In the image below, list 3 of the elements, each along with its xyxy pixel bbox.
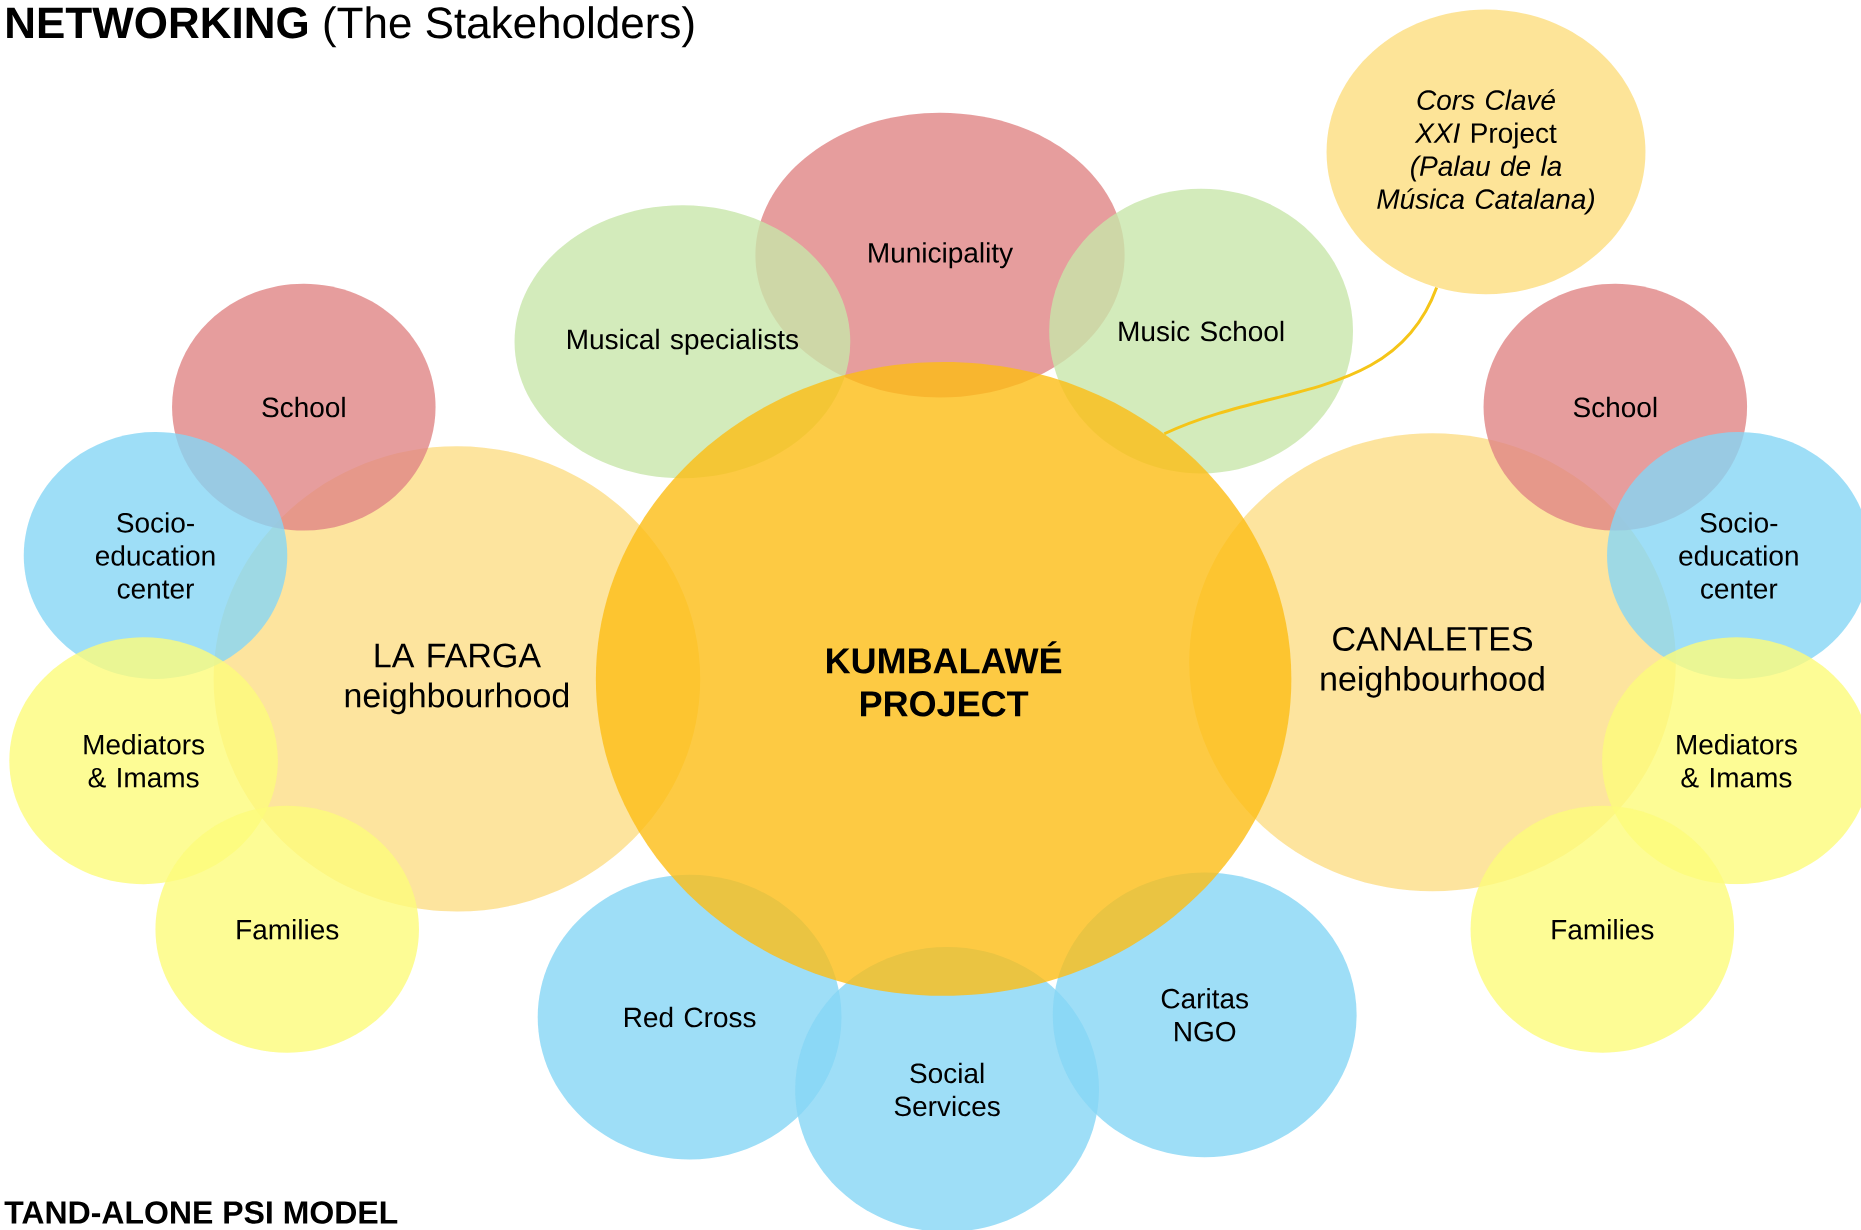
leader-line [1163,286,1439,436]
heading: TAND-ALONE PSI MODEL [4,1201,398,1224]
title: NETWORKING (The Stakeholders) [7,6,694,48]
